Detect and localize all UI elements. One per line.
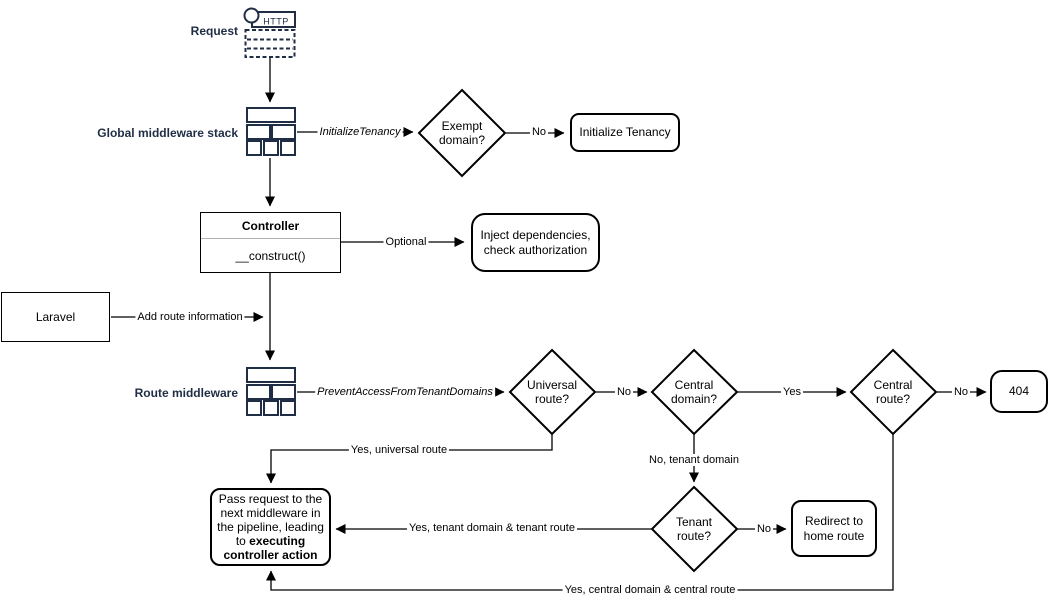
node-initialize-tenancy: Initialize Tenancy [570,113,680,152]
decision-tenant-route-label: Tenant route? [675,515,713,543]
http-request-icon: HTTP [243,7,296,58]
controller-title: Controller [201,213,340,239]
decision-tenant-route [650,485,739,573]
edge-label-add-route-information: Add route information [135,311,245,323]
decision-central-domain-label: Central domain? [670,378,718,406]
edge-label-central-route-yes: Yes, central domain & central route [562,584,738,596]
edge-label-central-domain-no: No, tenant domain [647,454,741,466]
edge-label-universal-yes: Yes, universal route [348,444,450,456]
decision-central-route [849,348,938,436]
decision-universal-route-label: Universal route? [526,378,577,406]
edge-label-tenant-yes: Yes, tenant domain & tenant route [407,522,577,534]
request-label: Request [190,24,238,38]
controller-method: __construct() [235,249,306,263]
edge-universal-yes-to-pass [266,434,553,484]
node-pass-request: Pass request to the next middleware in t… [210,488,331,566]
node-controller: Controller __construct() [200,212,341,273]
edge-label-central-route-no: No [951,386,971,398]
node-404: 404 [990,370,1048,413]
edge-label-prevent-access: PreventAccessFromTenantDomains [315,386,495,398]
middleware-stack-icon-route [246,367,296,416]
decision-exempt-domain [417,88,507,178]
edge-label-universal-no: No [614,386,634,398]
pass-request-text: Pass request to the next middleware in t… [217,492,324,548]
edge-label-initialize-tenancy: InitializeTenancy [317,126,403,138]
pass-request-bold-text: executing controller action [223,534,318,562]
node-inject-dependencies: Inject dependencies, check authorization [471,213,600,272]
decision-exempt-domain-label: Exempt domain? [438,119,486,147]
http-icon-label: HTTP [263,17,289,27]
edge-label-exempt-no: No [529,126,549,138]
decision-central-route-label: Central route? [873,378,913,406]
decision-central-domain [650,348,739,436]
route-middleware-label: Route middleware [134,386,238,400]
global-middleware-label: Global middleware stack [97,126,238,140]
middleware-stack-icon-global [246,107,296,156]
edge-label-optional: Optional [383,236,429,248]
node-redirect-home: Redirect to home route [791,500,877,557]
edge-label-central-domain-yes: Yes [781,386,803,398]
node-laravel: Laravel [1,292,110,342]
decision-universal-route [508,348,597,436]
edge-label-tenant-no: No [754,523,774,535]
